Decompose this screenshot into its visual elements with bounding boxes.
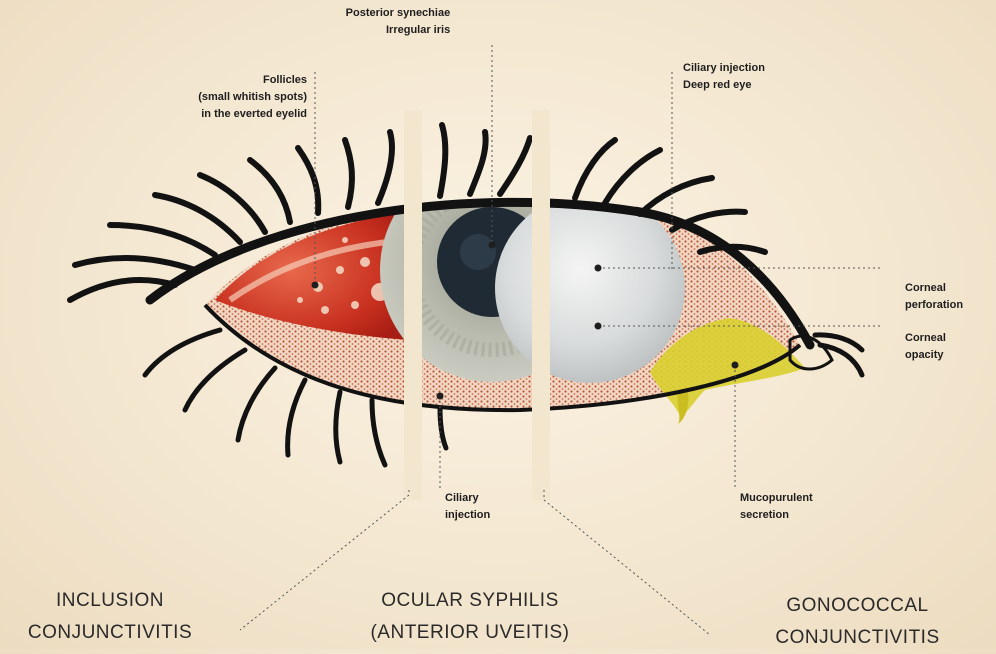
label-line: opacity bbox=[905, 347, 946, 364]
label-line: Deep red eye bbox=[683, 77, 765, 94]
label-line: secretion bbox=[740, 507, 813, 524]
label-line: Ciliary bbox=[445, 490, 490, 507]
label-mucopurulent-secretion: Mucopurulent secretion bbox=[740, 490, 813, 524]
title-inclusion-conjunctivitis: INCLUSION CONJUNCTIVITIS bbox=[10, 585, 210, 649]
title-line: OCULAR SYPHILIS bbox=[345, 585, 595, 617]
title-ocular-syphilis: OCULAR SYPHILIS (ANTERIOR UVEITIS) bbox=[345, 585, 595, 649]
label-follicles: Follicles (small whitish spots) in the e… bbox=[137, 72, 307, 123]
label-line: Posterior synechiae bbox=[330, 5, 450, 22]
eyeball-group bbox=[70, 110, 862, 500]
label-line: perforation bbox=[905, 297, 963, 314]
pupil-highlight bbox=[460, 234, 496, 270]
secretion-drip bbox=[678, 390, 689, 424]
label-line: Irregular iris bbox=[330, 22, 450, 39]
label-corneal-opacity: Corneal opacity bbox=[905, 330, 946, 364]
label-line: Ciliary injection bbox=[683, 60, 765, 77]
label-ciliary-injection-bottom: Ciliary injection bbox=[445, 490, 490, 524]
label-ciliary-injection-top: Ciliary injection Deep red eye bbox=[683, 60, 765, 94]
label-line: Corneal bbox=[905, 280, 963, 297]
label-line: (small whitish spots) bbox=[137, 89, 307, 106]
divider-left bbox=[404, 110, 422, 500]
label-line: Mucopurulent bbox=[740, 490, 813, 507]
label-line: in the everted eyelid bbox=[137, 106, 307, 123]
cornea bbox=[495, 193, 685, 383]
title-line: INCLUSION bbox=[10, 585, 210, 617]
label-line: Follicles bbox=[137, 72, 307, 89]
title-gonococcal-conjunctivitis: GONOCOCCAL CONJUNCTIVITIS bbox=[735, 590, 980, 654]
title-line: GONOCOCCAL bbox=[735, 590, 980, 622]
title-line: CONJUNCTIVITIS bbox=[10, 617, 210, 649]
title-line: (ANTERIOR UVEITIS) bbox=[345, 617, 595, 649]
label-corneal-perforation: Corneal perforation bbox=[905, 280, 963, 314]
label-line: injection bbox=[445, 507, 490, 524]
label-line: Corneal bbox=[905, 330, 946, 347]
divider-right bbox=[532, 110, 550, 500]
title-line: CONJUNCTIVITIS bbox=[735, 622, 980, 654]
label-posterior-synechiae: Posterior synechiae Irregular iris bbox=[330, 5, 450, 39]
